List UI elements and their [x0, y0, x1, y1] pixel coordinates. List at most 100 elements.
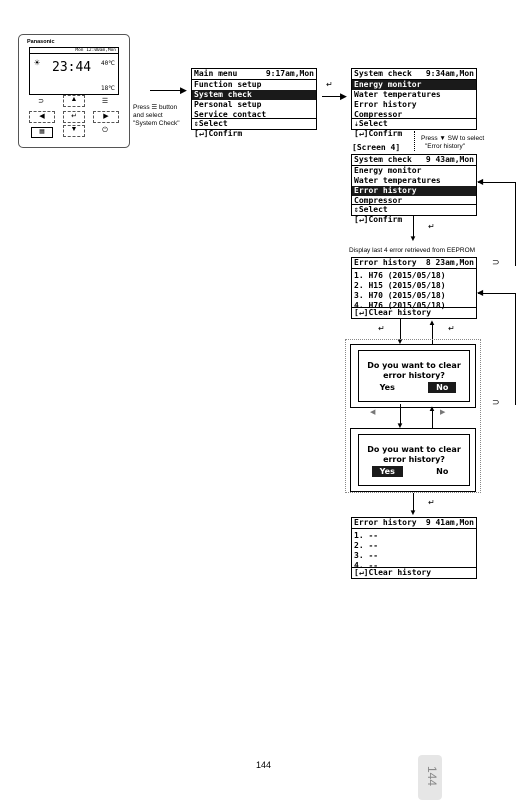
instruction-line: "System Check": [133, 120, 180, 127]
screen-title: Error history: [354, 518, 417, 527]
no-button[interactable]: No: [436, 467, 449, 476]
screen-time: 9:17am,Mon: [265, 69, 314, 78]
menu-item-compressor[interactable]: Compressor: [354, 196, 403, 205]
screen4-label: [Screen 4]: [352, 143, 401, 152]
system-check-screen-4: System check 9 43am,Mon Energy monitor W…: [351, 154, 477, 224]
menu-item-function-setup[interactable]: Function setup: [194, 80, 262, 89]
yes-button[interactable]: Yes: [379, 383, 395, 392]
arrow-head-down: ▼: [396, 337, 404, 346]
sun-icon: ☀: [34, 58, 41, 69]
menu-item-personal-setup[interactable]: Personal setup: [194, 100, 262, 109]
arrow-head-down: ▼: [396, 421, 404, 430]
left-arrow-icon: ◀: [370, 409, 376, 416]
menu-button[interactable]: ☰: [101, 98, 109, 105]
arrow-head-down: ▼: [409, 508, 417, 517]
grid-button[interactable]: ▦: [31, 127, 53, 138]
enter-icon: ↵: [326, 80, 333, 89]
clear-history-footer[interactable]: [↵]Clear history: [352, 567, 476, 578]
screen-footer: ⇣Select [↵]Confirm: [352, 118, 476, 138]
right-arrow-icon: ▶: [440, 409, 446, 416]
menu-item-energy-monitor[interactable]: Energy monitor: [352, 80, 476, 90]
error-entry: 4. --: [354, 561, 379, 570]
enter-icon: ↵: [428, 498, 435, 507]
arrow-line: [322, 96, 344, 97]
menu-item-system-check[interactable]: System check: [192, 90, 316, 100]
menu-item-water-temperatures[interactable]: Water temperatures: [354, 176, 441, 185]
right-button[interactable]: ▶: [93, 111, 119, 123]
screen-footer: ⇕Select [↵]Confirm: [352, 204, 476, 224]
screen-title: System check: [354, 69, 412, 78]
error-entry: 3. H70 (2015/05/18): [354, 291, 446, 300]
eeprom-note: Display last 4 error retrieved from EEPR…: [349, 247, 476, 254]
yes-button[interactable]: Yes: [371, 466, 403, 477]
enter-icon: ↵: [448, 324, 455, 333]
arrow-line: [432, 322, 433, 344]
screen-time: 9 41am,Mon: [425, 518, 474, 527]
screen-header: Error history 8 23am,Mon: [352, 258, 476, 269]
arrow-head-left: ◀: [477, 177, 484, 186]
arrow-line: [432, 408, 433, 428]
screen-title: System check: [354, 155, 412, 164]
power-button[interactable]: ⏻: [102, 127, 108, 134]
footer-confirm: [↵]Confirm: [354, 215, 403, 224]
clear-confirm-dialog: Do you want to clear error history? Yes …: [358, 434, 470, 486]
footer-confirm: [↵]Confirm: [354, 129, 403, 138]
clear-confirm-dialog: Do you want to clear error history? Yes …: [358, 350, 470, 402]
enter-button[interactable]: ↵: [63, 111, 85, 123]
remote-controller: Panasonic Mon 12:00am,Mon ☀ 23:44 40℃ 18…: [18, 34, 130, 148]
dialog-group: [345, 339, 481, 493]
screen-time: 9 43am,Mon: [425, 155, 474, 164]
arrow-head-up: ▲: [428, 404, 436, 413]
screen-time: 9:34am,Mon: [425, 69, 474, 78]
instruction-line: Press ▼ SW to select: [421, 135, 485, 142]
enter-icon: ↵: [428, 222, 435, 231]
down-button[interactable]: ▼: [63, 125, 85, 137]
arrow-line: [400, 319, 401, 341]
menu-item-error-history[interactable]: Error history: [354, 100, 417, 109]
left-button[interactable]: ◀: [29, 111, 55, 123]
screen-title: Main menu: [194, 69, 238, 78]
error-entry: 2. H15 (2015/05/18): [354, 281, 446, 290]
screen-time: 8 23am,Mon: [425, 258, 474, 267]
screen-title: Error history: [354, 258, 417, 267]
error-entry: 4. H76 (2015/05/18): [354, 301, 446, 310]
back-button[interactable]: ⊃: [38, 98, 44, 105]
remote-temp-right: 40℃: [101, 60, 115, 67]
enter-icon: ↵: [378, 324, 385, 333]
menu-item-compressor[interactable]: Compressor: [354, 110, 403, 119]
arrow-head-down: ▼: [409, 234, 417, 243]
arrow-line: [150, 90, 184, 91]
dialog-question-line: Do you want to clear: [367, 445, 461, 454]
menu-item-service-contact[interactable]: Service contact: [194, 110, 267, 119]
menu-item-energy-monitor[interactable]: Energy monitor: [354, 166, 422, 175]
arrow-line: [400, 404, 401, 426]
arrow-head-right: ▶: [180, 85, 187, 95]
back-icon: ⊃: [492, 397, 500, 407]
screen-header: System check 9:34am,Mon: [352, 69, 476, 80]
dialog-question-line: error history?: [383, 455, 445, 464]
main-menu-screen: Main menu 9:17am,Mon Function setup Syst…: [191, 68, 317, 138]
instruction-line: Press ☰ button: [133, 104, 178, 111]
arrow-head-left: ◀: [477, 288, 484, 297]
remote-temp-small: 18℃: [101, 85, 115, 92]
remote-time: 23:44: [52, 60, 92, 75]
instruction-select-error-history: Press ▼ SW to select "Error history": [421, 135, 521, 151]
instruction-line: and select: [133, 112, 163, 119]
arrow-head-up: ▲: [428, 318, 436, 327]
footer-select: ⇕Select: [194, 119, 228, 128]
arrow-head-right: ▶: [340, 91, 347, 101]
instruction-line: "Error history": [425, 143, 466, 150]
screen-footer: ⇕Select [↵]Confirm: [192, 118, 316, 138]
remote-lcd: Mon 12:00am,Mon ☀ 23:44 40℃ 18℃: [29, 47, 119, 95]
menu-item-error-history[interactable]: Error history: [352, 186, 476, 196]
page-number: 144: [256, 760, 272, 770]
clear-history-footer[interactable]: [↵]Clear history: [352, 307, 476, 318]
up-button[interactable]: ▲: [63, 95, 85, 107]
no-button[interactable]: No: [428, 382, 457, 393]
menu-item-water-temperatures[interactable]: Water temperatures: [354, 90, 441, 99]
dialog-question-line: Do you want to clear: [367, 361, 461, 370]
error-history-screen: Error history 8 23am,Mon 1. H76 (2015/05…: [351, 257, 477, 319]
side-page-number: 144: [425, 765, 440, 787]
back-icon: ⊃: [492, 257, 500, 267]
screen-header: Error history 9 41am,Mon: [352, 518, 476, 529]
